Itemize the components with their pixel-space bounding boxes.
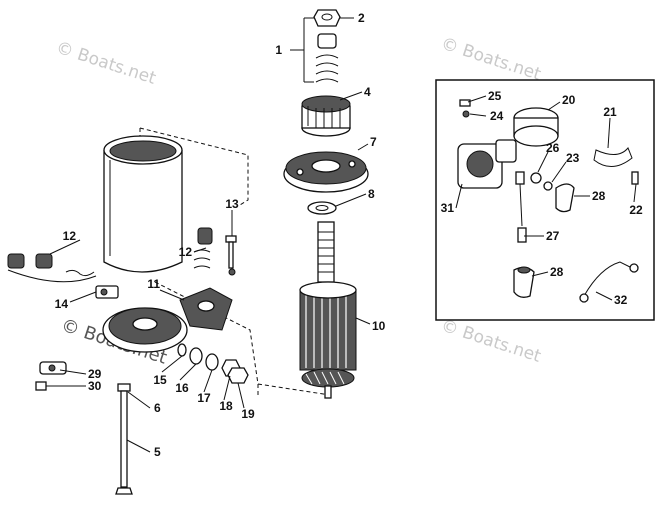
solenoid-inset-box xyxy=(435,79,655,321)
part-cable-32 xyxy=(579,261,639,303)
part-brush-12-right xyxy=(193,227,213,269)
callout-28-upper: 28 xyxy=(592,189,606,203)
callout-22: 22 xyxy=(629,203,643,217)
part-armature-10 xyxy=(299,221,357,399)
part-end-cap-7 xyxy=(283,151,369,193)
callout-28-lower: 28 xyxy=(550,265,564,279)
callout-4: 4 xyxy=(364,85,371,99)
callout-16: 16 xyxy=(175,381,189,395)
callout-27: 27 xyxy=(546,229,560,243)
part-brush-holder-12-left xyxy=(7,253,97,283)
part-through-bolt-5 xyxy=(115,383,133,495)
callout-18: 18 xyxy=(219,399,233,413)
part-terminal-24-25 xyxy=(459,99,471,118)
callout-12-right: 12 xyxy=(179,245,193,259)
part-drive-gear-4 xyxy=(301,95,351,137)
callout-25: 25 xyxy=(488,89,502,103)
callout-17: 17 xyxy=(197,391,211,405)
callout-20: 20 xyxy=(562,93,576,107)
callout-5: 5 xyxy=(154,445,161,459)
part-bracket-29-30 xyxy=(35,361,67,391)
callout-15: 15 xyxy=(153,373,167,387)
callout-11: 11 xyxy=(147,277,160,291)
watermark-bottom-right: © Boats.net xyxy=(438,316,543,367)
callout-23: 23 xyxy=(566,151,580,165)
part-bracket-21 xyxy=(593,147,633,167)
watermark-top-right: © Boats.net xyxy=(438,34,543,85)
part-spring-collar-1 xyxy=(315,33,339,83)
callout-29: 29 xyxy=(88,367,102,381)
callout-21: 21 xyxy=(603,105,617,119)
callout-7: 7 xyxy=(370,135,377,149)
part-solenoid-31 xyxy=(457,139,517,189)
part-boot-28-lower xyxy=(513,266,535,298)
watermark-top-left: © Boats.net xyxy=(53,38,158,89)
part-washers-15-19 xyxy=(177,343,249,384)
callout-1: 1 xyxy=(275,43,282,57)
callout-8: 8 xyxy=(368,187,375,201)
part-field-frame xyxy=(103,135,183,273)
part-nut-2 xyxy=(313,9,341,27)
callout-14: 14 xyxy=(55,297,69,311)
callout-10: 10 xyxy=(372,319,386,333)
part-cable-27 xyxy=(515,171,527,243)
part-terminal-14 xyxy=(95,285,119,299)
callout-26: 26 xyxy=(546,141,560,155)
leader-lines xyxy=(46,17,637,453)
callout-31: 31 xyxy=(441,201,455,215)
part-nut-26-23 xyxy=(530,172,553,191)
callout-6: 6 xyxy=(154,401,161,415)
part-screw-22 xyxy=(631,171,639,185)
callout-30: 30 xyxy=(88,379,102,393)
part-washer-8 xyxy=(307,201,337,215)
part-end-frame xyxy=(102,307,188,353)
callout-19: 19 xyxy=(241,407,255,421)
callout-32: 32 xyxy=(614,293,628,307)
part-cover-20 xyxy=(513,107,559,147)
callout-2: 2 xyxy=(358,11,365,25)
part-boot-28-upper xyxy=(555,183,575,213)
part-screw-13 xyxy=(225,235,237,276)
callout-labels: 1 2 4 5 6 7 8 10 11 12 12 13 14 15 16 17… xyxy=(55,11,643,459)
callout-24: 24 xyxy=(490,109,504,123)
callout-12-left: 12 xyxy=(63,229,77,243)
part-brush-plate-11 xyxy=(179,287,233,331)
callout-13: 13 xyxy=(225,197,239,211)
